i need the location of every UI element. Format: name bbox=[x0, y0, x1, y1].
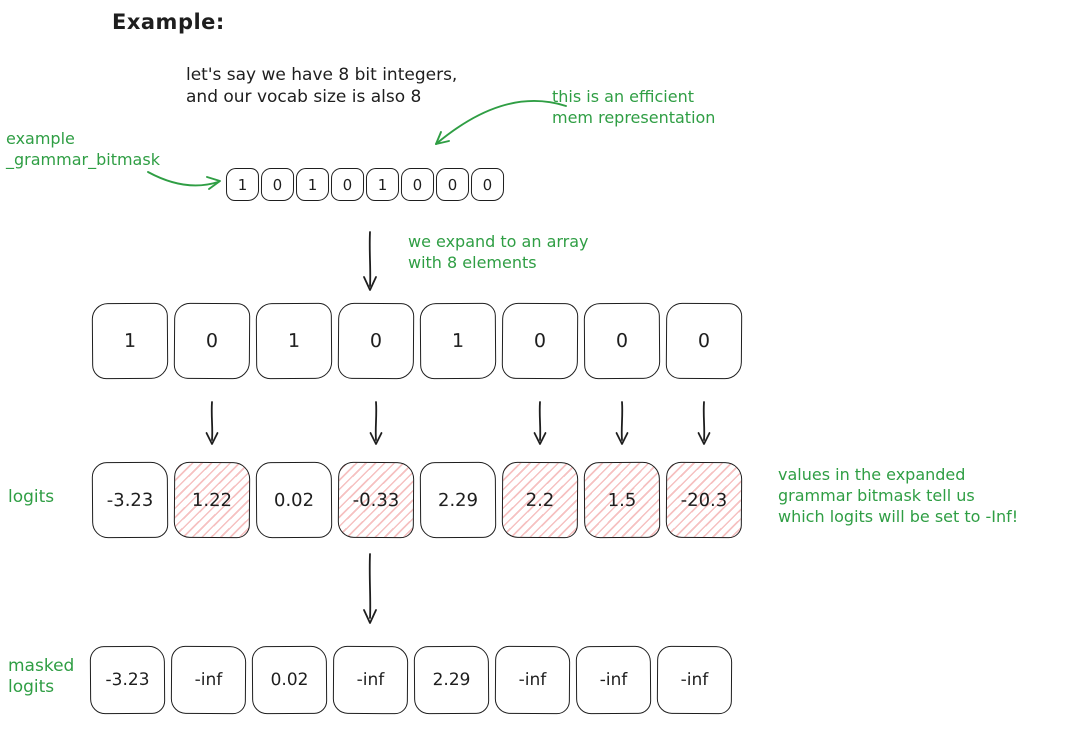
bitmask-compact-cell-0: 1 bbox=[225, 167, 260, 202]
bitmask-expanded-cell-3: 0 bbox=[337, 302, 415, 380]
logits-label: logits bbox=[8, 487, 55, 507]
bitmask-compact-cell-3: 0 bbox=[330, 167, 365, 202]
logit-cell-7: -20.3 bbox=[665, 461, 743, 539]
values-note-line-2: grammar bitmask tell us bbox=[778, 486, 975, 505]
values-note-line-1: values in the expanded bbox=[778, 465, 966, 484]
efficient-mem-note: this is an efficient mem representation bbox=[552, 86, 715, 128]
mem-note-arrow-icon bbox=[435, 100, 567, 145]
logit-cell-3: -0.33 bbox=[337, 461, 415, 539]
expand-note: we expand to an array with 8 elements bbox=[408, 231, 589, 273]
masked-logits-label-line-1: masked bbox=[8, 656, 75, 676]
column-arrow-5-icon bbox=[697, 401, 711, 445]
bitmask-expanded-cell-0: 1 bbox=[91, 302, 169, 380]
bitmask-compact-cell-5: 0 bbox=[400, 167, 435, 202]
bitmask-expanded-row: 1 0 1 0 1 0 0 0 bbox=[91, 302, 748, 380]
intro-text: let's say we have 8 bit integers, and ou… bbox=[186, 64, 457, 108]
values-note-line-3: which logits will be set to -Inf! bbox=[778, 507, 1019, 526]
bitmask-compact-cell-1: 0 bbox=[260, 167, 295, 202]
bitmask-expanded-cell-6: 0 bbox=[583, 302, 661, 380]
logit-cell-1: 1.22 bbox=[173, 461, 251, 539]
bitmask-expanded-cell-4: 1 bbox=[419, 302, 497, 380]
bitmask-expanded-cell-1: 0 bbox=[173, 302, 251, 380]
masked-logit-cell-4: 2.29 bbox=[413, 645, 490, 715]
efficient-mem-line-2: mem representation bbox=[552, 108, 716, 127]
bitmask-pointer-arrow-icon bbox=[147, 171, 221, 190]
bitmask-compact-row: 1 0 1 0 1 0 0 0 bbox=[225, 167, 506, 202]
expand-down-arrow-icon bbox=[363, 231, 377, 291]
page-title: Example: bbox=[112, 10, 225, 34]
column-arrow-1-icon bbox=[205, 401, 219, 445]
bitmask-compact-cell-6: 0 bbox=[435, 167, 470, 202]
bitmask-compact-cell-7: 0 bbox=[470, 167, 505, 202]
mask-down-arrow-icon bbox=[363, 553, 377, 624]
expand-note-line-1: we expand to an array bbox=[408, 232, 589, 251]
masked-logit-cell-5: -inf bbox=[494, 645, 571, 715]
bitmask-expanded-cell-2: 1 bbox=[255, 302, 333, 380]
bitmask-compact-cell-4: 1 bbox=[365, 167, 400, 202]
intro-line-2: and our vocab size is also 8 bbox=[186, 87, 422, 107]
bitmask-expanded-cell-7: 0 bbox=[665, 302, 743, 380]
column-arrow-3-icon bbox=[533, 401, 547, 445]
efficient-mem-line-1: this is an efficient bbox=[552, 87, 694, 106]
masked-logits-label-line-2: logits bbox=[8, 677, 55, 697]
masked-logit-cell-1: -inf bbox=[170, 645, 247, 715]
logit-cell-2: 0.02 bbox=[255, 461, 333, 539]
bitmask-label-line-2: _grammar_bitmask bbox=[6, 150, 160, 169]
logit-cell-6: 1.5 bbox=[583, 461, 661, 539]
bitmask-compact-cell-2: 1 bbox=[295, 167, 330, 202]
expand-note-line-2: with 8 elements bbox=[408, 253, 537, 272]
logit-cell-0: -3.23 bbox=[91, 461, 169, 539]
masked-logit-cell-0: -3.23 bbox=[89, 645, 166, 715]
values-note: values in the expanded grammar bitmask t… bbox=[778, 464, 1018, 527]
column-arrow-4-icon bbox=[615, 401, 629, 445]
intro-line-1: let's say we have 8 bit integers, bbox=[186, 65, 458, 85]
masked-logits-label: masked logits bbox=[8, 656, 74, 698]
logit-cell-4: 2.29 bbox=[419, 461, 497, 539]
column-arrow-2-icon bbox=[369, 401, 383, 445]
masked-logits-row: -3.23 -inf 0.02 -inf 2.29 -inf -inf -inf bbox=[89, 645, 738, 715]
masked-logit-cell-7: -inf bbox=[656, 645, 733, 715]
logits-row: -3.23 1.22 0.02 -0.33 2.29 2.2 1.5 -20.3 bbox=[91, 461, 748, 539]
masked-logit-cell-3: -inf bbox=[332, 645, 409, 715]
bitmask-expanded-cell-5: 0 bbox=[501, 302, 579, 380]
logit-cell-5: 2.2 bbox=[501, 461, 579, 539]
masked-logit-cell-6: -inf bbox=[575, 645, 652, 715]
masked-logit-cell-2: 0.02 bbox=[251, 645, 328, 715]
bitmask-label-line-1: example bbox=[6, 129, 75, 148]
bitmask-label: example _grammar_bitmask bbox=[6, 128, 160, 170]
